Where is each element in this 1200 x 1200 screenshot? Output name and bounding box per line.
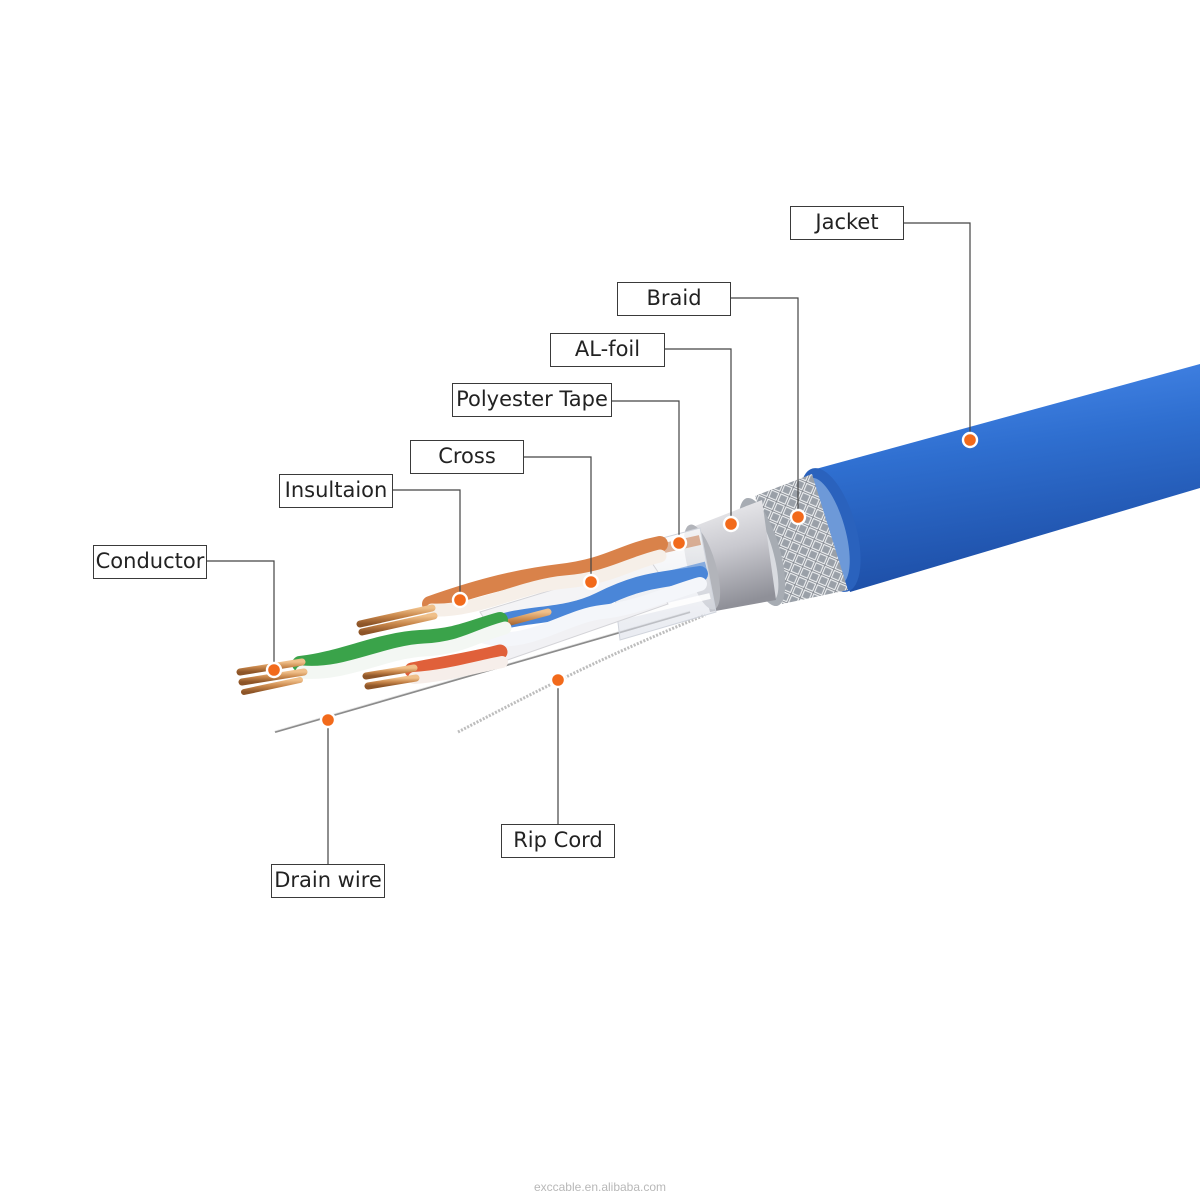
rip-cord-label: Rip Cord [501, 824, 615, 858]
orange-pair [356, 536, 668, 636]
al-foil-label: AL-foil [550, 333, 665, 367]
cross-leader [524, 456, 592, 582]
rip-cord-marker [549, 671, 567, 689]
insulation-leader [393, 489, 461, 600]
cross-marker [582, 573, 600, 591]
drain-wire-label: Drain wire [271, 864, 385, 898]
jacket-label: Jacket [790, 206, 904, 240]
polyester-tape-label: Polyester Tape [452, 383, 612, 417]
leader-lines [207, 222, 971, 864]
marker-dots [265, 431, 979, 729]
polyester-tape-marker [670, 534, 688, 552]
al-foil-leader [665, 348, 732, 524]
jacket-leader [904, 222, 971, 440]
jacket-marker [961, 431, 979, 449]
al-foil-marker [722, 515, 740, 533]
braid-label: Braid [617, 282, 731, 316]
polyester-tape-leader [612, 400, 680, 543]
insulation-marker [451, 591, 469, 609]
jacket-layer [799, 364, 1200, 592]
cross-label: Cross [410, 440, 524, 474]
braid-marker [789, 508, 807, 526]
orange-lower-pair [362, 644, 508, 690]
watermark-text: exccable.en.alibaba.com [533, 1180, 667, 1194]
braid-leader [731, 297, 799, 517]
conductor-marker [265, 661, 283, 679]
conductor-leader [207, 560, 275, 670]
conductor-label: Conductor [93, 545, 207, 579]
drain-wire-marker [319, 711, 337, 729]
green-pair [236, 612, 512, 695]
insulation-label: Insultaion [279, 474, 393, 508]
